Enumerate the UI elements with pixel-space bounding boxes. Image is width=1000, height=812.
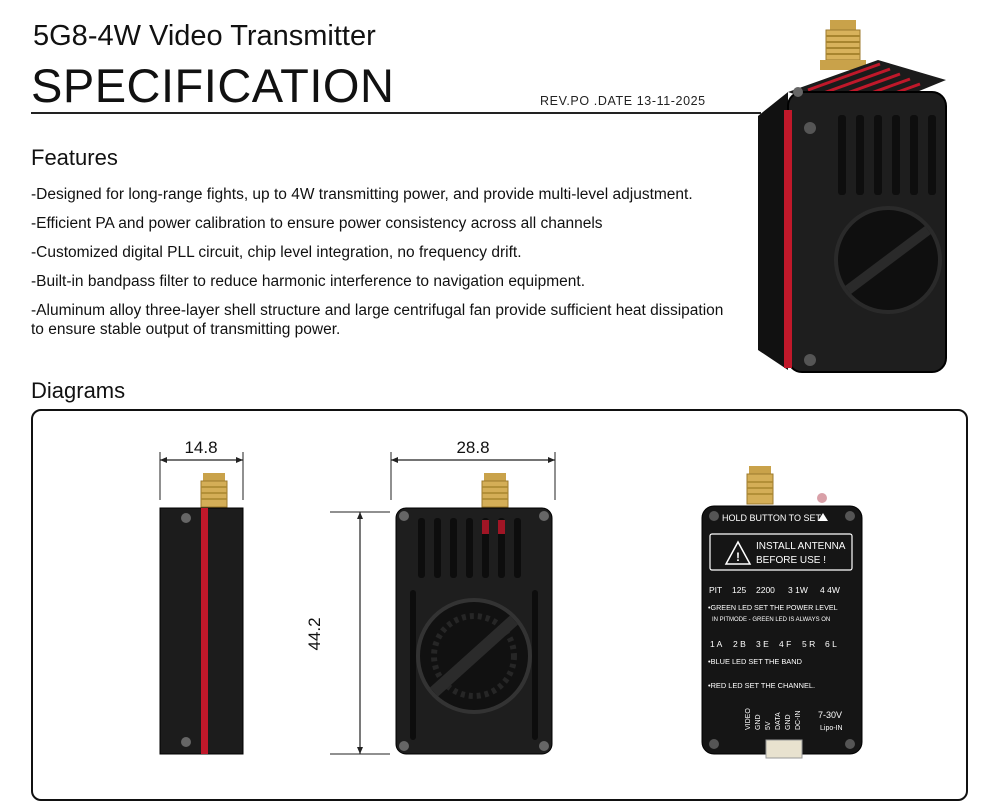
revision-date: REV.PO .DATE 13-11-2025: [540, 94, 706, 108]
feature-item: -Built-in bandpass filter to reduce harm…: [31, 273, 586, 290]
diagrams-frame: [31, 409, 968, 801]
power-level-chip: 4 4W: [820, 585, 840, 595]
band-row: 1 A 2 B 3 E 4 F 5 R 6 L: [710, 639, 837, 649]
page-title: SPECIFICATION: [31, 59, 395, 112]
pin-label: GND: [785, 714, 792, 730]
pin-labels: VIDEO GND 5V DATA GND DC-IN: [745, 708, 802, 730]
pin-label: DC-IN: [795, 711, 802, 730]
pin-label: 5V: [765, 721, 772, 730]
diagrams-heading: Diagrams: [31, 378, 126, 403]
warning-line2: BEFORE USE !: [756, 555, 826, 566]
voltage-label: 7-30V: [818, 710, 842, 720]
title-divider: [31, 112, 761, 114]
features-heading: Features: [31, 145, 118, 170]
warning-line1: INSTALL ANTENNA: [756, 541, 846, 552]
band-chip: 3 E: [756, 639, 769, 649]
band-chip: 4 F: [779, 639, 791, 649]
power-level-row: PIT 125 2200 3 1W 4 4W: [709, 585, 840, 595]
side-view-diagram: 14.8: [159, 438, 244, 755]
power-level-chip: 2200: [756, 585, 775, 595]
hold-button-text: HOLD BUTTON TO SET: [722, 513, 822, 523]
front-view-diagram: 28.8 44.2: [305, 438, 556, 755]
power-level-chip: 3 1W: [788, 585, 808, 595]
band-chip: 1 A: [710, 639, 723, 649]
power-level-chip: PIT: [709, 585, 722, 595]
battery-label: Lipo-IN: [820, 725, 843, 732]
power-connector: [765, 739, 803, 759]
front-height-label: 44.2: [305, 617, 324, 650]
product-hero-image: [758, 20, 947, 373]
green-led-note: •GREEN LED SET THE POWER LEVEL: [708, 603, 838, 612]
band-chip: 5 R: [802, 639, 815, 649]
band-chip: 2 B: [733, 639, 746, 649]
pitmode-note: IN PITMODE - GREEN LED IS ALWAYS ON: [712, 617, 830, 623]
red-led-note: •RED LED SET THE CHANNEL.: [708, 681, 815, 690]
band-chip: 6 L: [825, 639, 837, 649]
feature-item: -Designed for long-range fights, up to 4…: [31, 186, 693, 203]
feature-item: -Efficient PA and power calibration to e…: [31, 215, 603, 232]
blue-led-note: •BLUE LED SET THE BAND: [708, 657, 802, 666]
features-list: -Designed for long-range fights, up to 4…: [31, 185, 731, 349]
front-width-label: 28.8: [456, 438, 489, 457]
back-view-diagram: HOLD BUTTON TO SET ! INSTALL ANTENNA BEF…: [701, 466, 863, 759]
feature-item: -Aluminum alloy three-layer shell struct…: [31, 302, 724, 338]
pin-label: VIDEO: [745, 708, 752, 730]
feature-item: -Customized digital PLL circuit, chip le…: [31, 244, 522, 261]
warning-exclamation: !: [736, 550, 740, 564]
pin-label: GND: [755, 714, 762, 730]
power-level-chip: 125: [732, 585, 746, 595]
side-width-label: 14.8: [184, 438, 217, 457]
arrow-up-icon: [818, 513, 828, 521]
pin-label: DATA: [775, 712, 782, 730]
product-subtitle: 5G8-4W Video Transmitter: [33, 20, 376, 52]
warning-triangle-icon: [724, 540, 752, 565]
